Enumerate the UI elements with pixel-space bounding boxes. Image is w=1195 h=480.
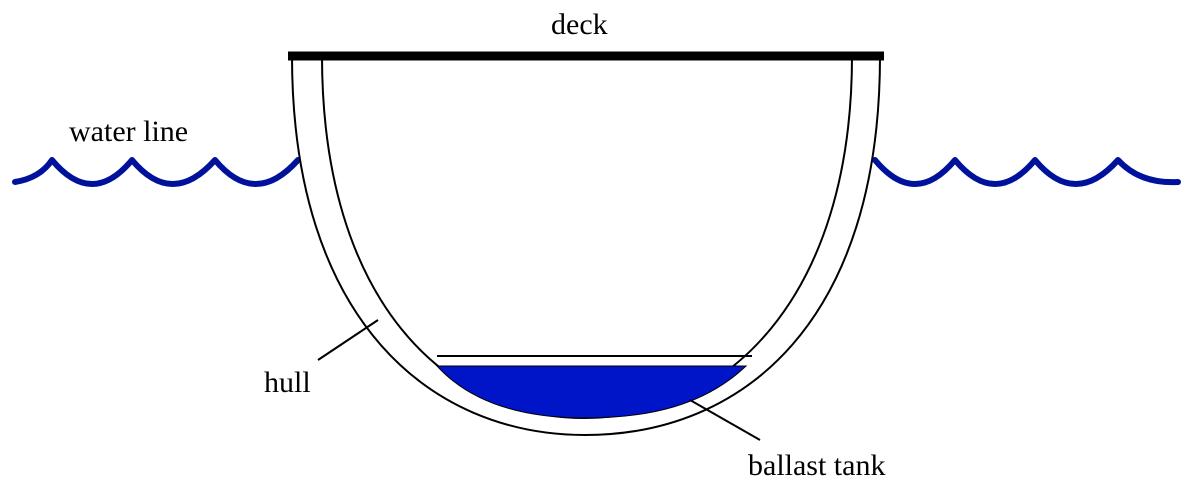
water-line-label: water line bbox=[69, 115, 188, 148]
ballast-tank-label: ballast tank bbox=[748, 449, 885, 480]
water-line-right bbox=[875, 160, 1178, 184]
water-line-left bbox=[15, 160, 298, 184]
deck-label: deck bbox=[551, 8, 608, 41]
hull-leader-line bbox=[318, 320, 378, 360]
ballast-tank-leader-line bbox=[690, 400, 760, 440]
hull-label: hull bbox=[264, 366, 311, 399]
